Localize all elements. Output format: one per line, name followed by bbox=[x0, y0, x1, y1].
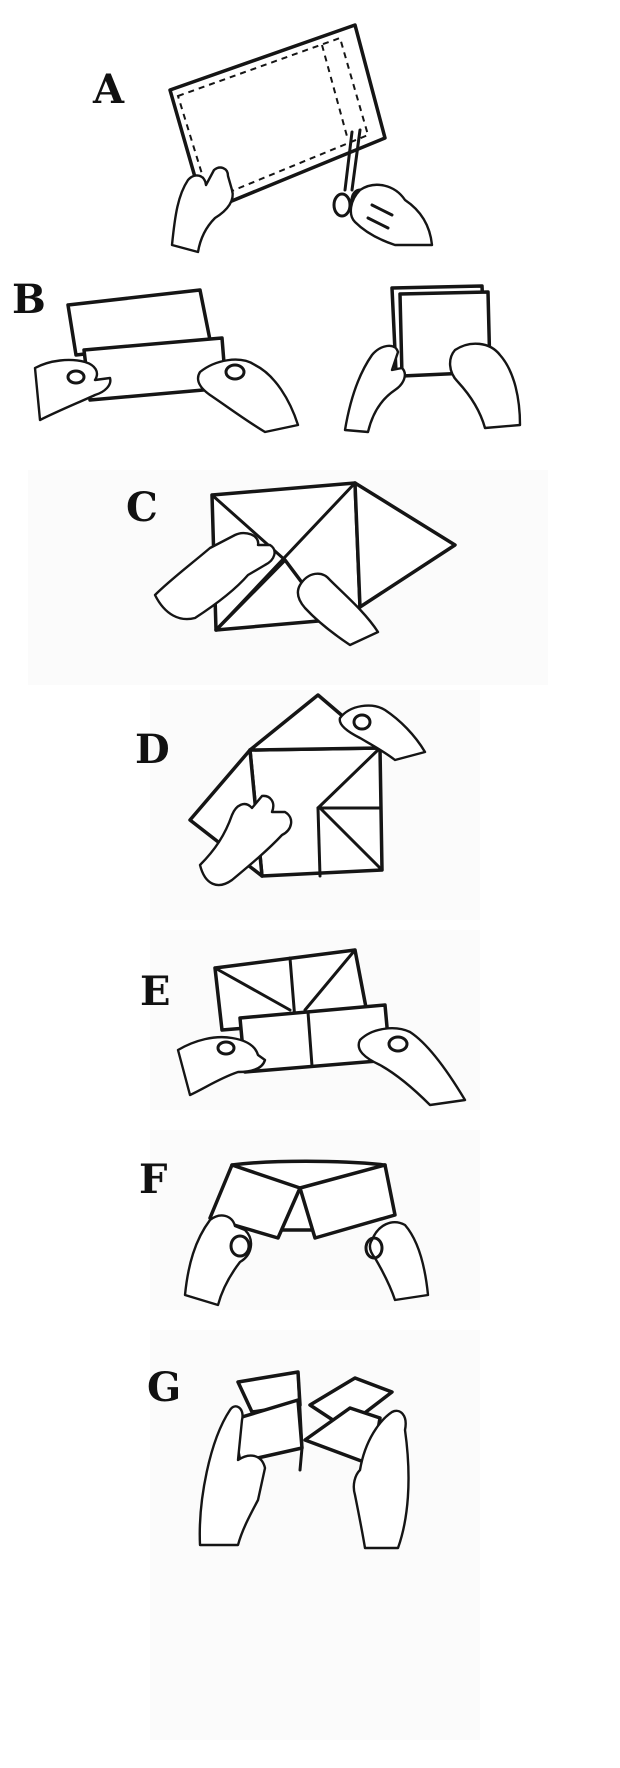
left-hand bbox=[345, 346, 405, 432]
left-hand bbox=[172, 168, 233, 252]
left-hand bbox=[185, 1215, 251, 1305]
right-hand bbox=[359, 1028, 465, 1105]
step-c-illustration bbox=[155, 483, 455, 645]
right-hand bbox=[450, 344, 520, 428]
step-d-illustration bbox=[190, 695, 425, 885]
folded-corner-right bbox=[355, 483, 455, 607]
step-f-illustration bbox=[185, 1161, 428, 1305]
step-a-illustration bbox=[170, 25, 432, 252]
left-hand bbox=[178, 1037, 265, 1095]
right-hand bbox=[370, 1222, 428, 1300]
right-hand bbox=[198, 360, 298, 432]
fortune-teller-left-pocket bbox=[232, 1400, 302, 1462]
step-e-illustration bbox=[178, 950, 465, 1105]
step-b-illustration bbox=[35, 286, 520, 432]
step-g-illustration bbox=[200, 1372, 409, 1548]
